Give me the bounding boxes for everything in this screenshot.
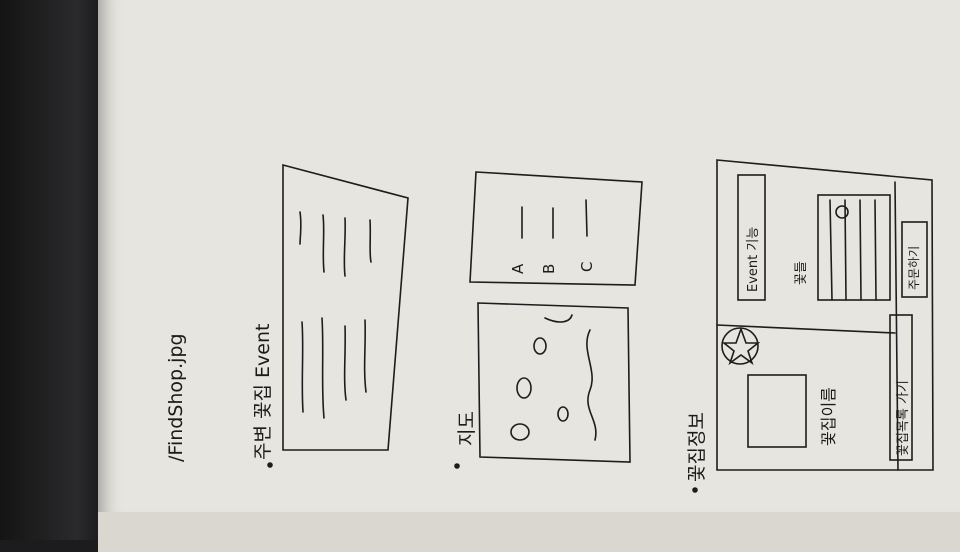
banner-line [322, 214, 325, 273]
map-pin [510, 423, 530, 441]
shop-photo [747, 374, 807, 448]
product-thumb [835, 205, 849, 219]
map-pin [557, 406, 569, 422]
map-frame [477, 302, 631, 463]
map-pin [516, 377, 532, 399]
detail-frame [716, 159, 934, 471]
bullet [692, 487, 698, 493]
banner-line [343, 325, 347, 401]
banner-line [301, 321, 304, 413]
banner-line [343, 217, 347, 277]
banner-line [363, 319, 367, 393]
list-letter-c: C [578, 261, 596, 272]
section-title-shop-info: 꽃집정보 [686, 412, 708, 482]
star-icon [721, 326, 761, 366]
event-feature-label: Event 기능 [746, 226, 761, 292]
product-row [829, 199, 833, 301]
list-line [585, 199, 588, 237]
banner-line [321, 317, 325, 419]
product-label: 꽃들 [794, 261, 809, 285]
detail-divider [716, 324, 896, 334]
product-row [859, 199, 862, 301]
shop-name-label: 꽃집이름 [819, 387, 838, 446]
order-button [901, 221, 928, 298]
star-circle [721, 327, 759, 365]
list-letter-b: B [540, 263, 558, 274]
back-button [889, 314, 913, 461]
product-row [874, 199, 877, 301]
order-button-label[interactable]: 주문하기 [907, 245, 921, 290]
list-letter-a: A [509, 263, 527, 274]
section-title-map: 지도 [456, 411, 478, 446]
bullet [267, 462, 273, 468]
bullet [454, 463, 460, 469]
banner-line [299, 211, 302, 245]
product-table [817, 194, 891, 301]
map-road [544, 314, 573, 323]
event-banner-frame [282, 163, 409, 451]
list-frame [469, 171, 643, 286]
section-title-event: 주변 꽃집 Event [252, 323, 274, 460]
detail-divider [894, 181, 899, 471]
product-row [844, 199, 847, 301]
back-button-label[interactable]: 꽃집목록 가기 [896, 380, 911, 456]
filename-label: /FindShop.jpg [165, 333, 187, 462]
sketch-drawing [267, 159, 934, 493]
event-box [737, 174, 766, 301]
map-pin [533, 337, 547, 355]
map-road [586, 329, 597, 441]
banner-line [369, 219, 372, 263]
